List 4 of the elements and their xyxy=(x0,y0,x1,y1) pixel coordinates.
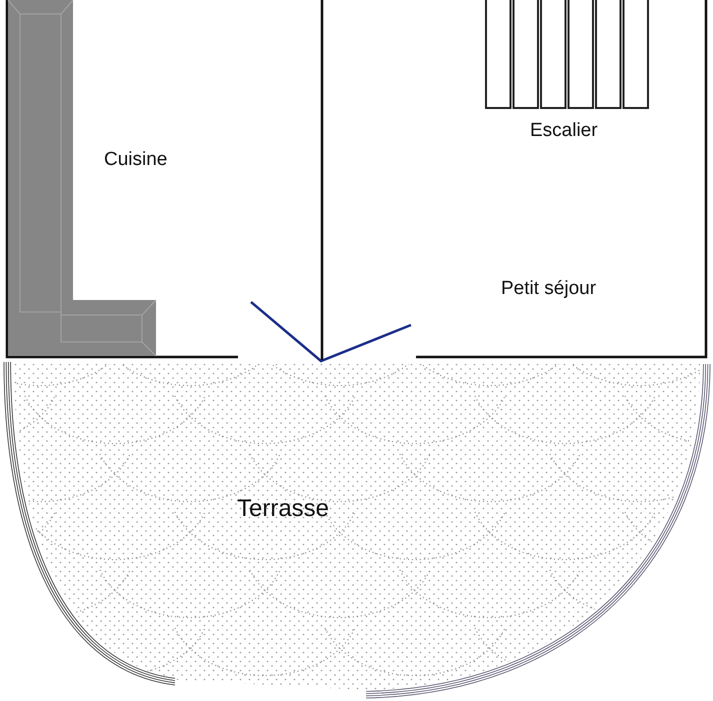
room-label: Cuisine xyxy=(104,150,168,171)
room-label: Petit séjour xyxy=(501,279,596,300)
room-label: Terrasse xyxy=(237,496,330,522)
room-label: Escalier xyxy=(530,121,598,142)
